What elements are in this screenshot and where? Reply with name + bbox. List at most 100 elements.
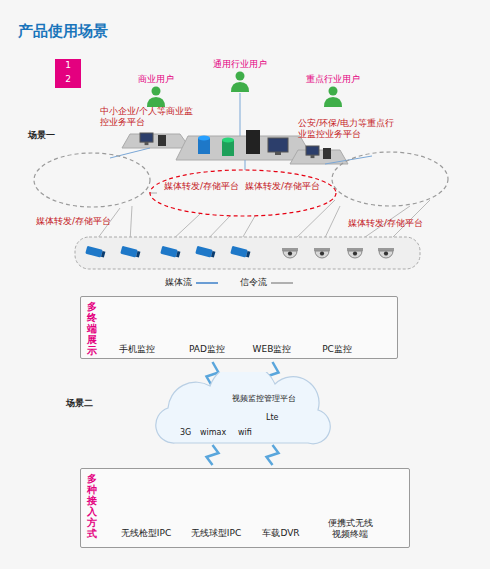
- legend-line: [195, 280, 219, 286]
- camera-body: [195, 246, 213, 258]
- device-label: 手机监控: [111, 344, 163, 355]
- dome-cover: [379, 251, 393, 258]
- tab-marker: 1: [55, 59, 81, 74]
- monitor-stand: [275, 152, 281, 155]
- dome-lens: [384, 251, 388, 255]
- node-label: wimax: [200, 428, 226, 438]
- device-label: 无线枪型IPC: [111, 528, 181, 539]
- group-box: 多种接入方式无线枪型IPC无线球型IPC车载DVR 便携式无线视频终端: [80, 468, 410, 548]
- node-label: 1: [55, 59, 81, 71]
- node-label: 2: [55, 73, 81, 85]
- monitor-stand: [311, 155, 315, 158]
- node-label: wifi: [238, 428, 252, 438]
- bullet-camera: [195, 246, 215, 259]
- bullet-camera: [160, 246, 180, 259]
- device-item: 车载DVR: [251, 528, 311, 542]
- dome-cover: [283, 251, 297, 258]
- database-top: [222, 138, 234, 143]
- camera-body: [120, 246, 138, 258]
- legend-item: 信令流: [240, 276, 294, 289]
- device-label: PAD监控: [181, 344, 233, 355]
- device-item: 便携式无线视频终端: [324, 518, 376, 543]
- node-label: 媒体转发/存储平台: [36, 216, 111, 227]
- node-label: 3G: [180, 428, 191, 438]
- node-label: Lte: [266, 413, 279, 423]
- user-body: [231, 82, 249, 92]
- legend-text: 媒体流: [165, 276, 192, 289]
- platform-label: 中小企业/个人等商业监控业务平台: [100, 106, 198, 128]
- link-line: [110, 148, 150, 158]
- user-label: 通用行业用户: [213, 59, 267, 70]
- user-head: [152, 87, 161, 96]
- device-item: 无线枪型IPC: [111, 528, 181, 542]
- camera-lens: [246, 251, 250, 258]
- legend-sample: [196, 282, 218, 284]
- device-item: 无线球型IPC: [181, 528, 251, 542]
- monitor-stand: [145, 142, 149, 145]
- device-label: WEB监控: [246, 344, 298, 355]
- device-label: 便携式无线视频终端: [324, 518, 376, 540]
- node-label: 媒体转发/存储平台: [164, 181, 239, 192]
- page-title: 产品使用场景: [18, 22, 108, 40]
- server-rack: [246, 130, 260, 154]
- device-label: 无线球型IPC: [181, 528, 251, 539]
- device-label: 车载DVR: [251, 528, 311, 539]
- node-label: 多种接入方式: [87, 473, 97, 539]
- device-label: PC监控: [311, 344, 363, 355]
- dome-lens: [353, 251, 357, 255]
- platform-cluster: 媒体转发/存储平台: [328, 148, 453, 230]
- node-label: 媒体转发/存储平台: [348, 218, 423, 229]
- platform-plane: [122, 134, 190, 148]
- bullet-camera: [120, 246, 140, 259]
- camera-lens: [176, 251, 180, 258]
- wireless-link: [267, 445, 279, 465]
- device-item: 手机监控: [111, 344, 163, 358]
- camera-lens: [211, 251, 215, 258]
- user-body: [147, 97, 165, 107]
- legend-line: [270, 280, 294, 286]
- tab-marker: 2: [55, 73, 81, 88]
- link-line: [245, 160, 246, 170]
- scene-label: 场景一: [28, 130, 55, 141]
- cluster-outline: [148, 168, 338, 218]
- pc-tower: [158, 135, 166, 146]
- dashed-ellipse: [34, 153, 150, 207]
- group-box: 多终端展示手机监控 PAD监控 WEB监控 PC监控: [80, 296, 398, 359]
- scene-label: 场景二: [66, 398, 93, 409]
- database-top: [198, 136, 210, 141]
- cloud-shape: [156, 372, 330, 444]
- device-item: PC监控: [311, 344, 363, 358]
- user-label: 商业用户: [138, 74, 174, 85]
- node-label: 媒体转发/存储平台: [245, 181, 320, 192]
- dome-cover: [348, 251, 362, 258]
- legend-sample: [271, 282, 293, 284]
- dashed-ellipse: [332, 152, 448, 206]
- cluster-outline: [328, 148, 453, 230]
- user-label: 重点行业用户: [306, 74, 360, 85]
- wireless-link: [207, 445, 219, 465]
- bullet-camera: [230, 246, 250, 259]
- dashed-ellipse: [150, 170, 336, 216]
- legend-item: 媒体流: [165, 276, 219, 289]
- bullet-camera: [85, 246, 105, 259]
- pc-tower: [323, 148, 331, 159]
- camera-body: [160, 246, 178, 258]
- node-label: 视频监控管理平台: [232, 394, 296, 404]
- legend-text: 信令流: [240, 276, 267, 289]
- camera-body: [85, 246, 103, 258]
- platform-cluster: 媒体转发/存储平台媒体转发/存储平台: [148, 168, 338, 218]
- device-item: PAD监控: [181, 344, 233, 358]
- monitor-screen: [268, 138, 288, 152]
- camera-row: [75, 237, 420, 269]
- device-item: WEB监控: [246, 344, 298, 358]
- network-cloud: 视频监控管理平台 3G wimax wifi Lte: [150, 372, 335, 447]
- dome-lens: [320, 251, 324, 255]
- link-line: [240, 93, 241, 136]
- platform-label: 公安/环保/电力等重点行业监控业务平台: [298, 118, 402, 140]
- platform-cluster: 媒体转发/存储平台: [30, 150, 155, 230]
- node-label: 多终端展示: [87, 301, 97, 356]
- camera-lens: [136, 251, 140, 258]
- dome-cover: [315, 251, 329, 258]
- monitor-screen: [140, 133, 153, 142]
- dome-lens: [288, 251, 292, 255]
